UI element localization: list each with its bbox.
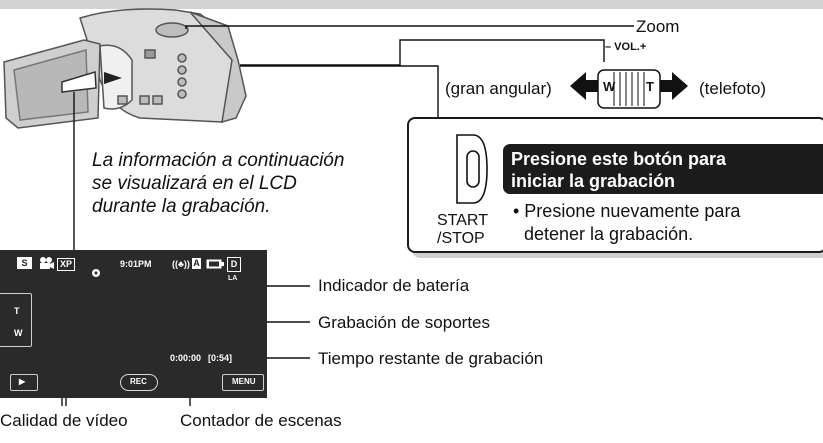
playback-button[interactable]: ▶ — [10, 374, 38, 391]
video-quality-label: Calidad de vídeo — [0, 411, 128, 430]
start-stop-button-icon — [456, 134, 488, 204]
menu-button[interactable]: MENU — [222, 374, 264, 391]
play-icon: ▶ — [19, 377, 26, 386]
info-line-1: La información a continuación — [92, 150, 345, 171]
face-detect-icon — [92, 269, 100, 277]
rec-label: REC — [130, 377, 147, 386]
media-badge: A — [192, 258, 201, 269]
mode-icon: S — [17, 257, 32, 269]
remaining-time-label: Tiempo restante de grabación — [318, 349, 544, 368]
info-line-3: durante la grabación. — [92, 196, 271, 217]
wide-angle-label: (gran angular) — [445, 79, 552, 98]
media-recording-label: Grabación de soportes — [318, 313, 490, 332]
bullet-line-2: detener la grabación. — [524, 224, 694, 244]
lcd-zoom-w: W — [14, 328, 23, 338]
scene-counter: 0:00:00 — [170, 353, 202, 363]
highlight-line-1: Presione este botón para — [511, 149, 727, 169]
scene-counter-label: Contador de escenas — [180, 411, 342, 430]
zoom-lever-icon — [570, 69, 688, 109]
volume-label: – VOL.+ — [605, 41, 647, 53]
rec-button[interactable]: REC — [120, 374, 158, 391]
zoom-w-label: W — [603, 79, 616, 94]
bullet-line-1: • Presione nuevamente para — [513, 201, 741, 221]
stop-label: /STOP — [437, 230, 485, 247]
camcorder-illustration — [3, 8, 247, 129]
lcd-time: 9:01PM — [120, 259, 152, 269]
start-label: START — [437, 212, 488, 229]
top-bar — [0, 0, 823, 9]
start-stop-callout: Presione este botón para iniciar la grab… — [407, 117, 823, 253]
info-line-2: se visualizará en el LCD — [92, 173, 297, 194]
zoom-t-label: T — [646, 79, 654, 94]
start-stop-label: START /STOP — [437, 212, 488, 248]
zoom-slider[interactable] — [0, 293, 32, 347]
battery-indicator-label: Indicador de batería — [318, 276, 470, 295]
battery-icon — [206, 259, 224, 269]
stabilizer-icon: ((♣)) — [172, 259, 190, 269]
zoom-label: Zoom — [636, 17, 680, 36]
la-indicator: LA — [228, 275, 238, 282]
lcd-screen: S XP 9:01PM ((♣)) A D LA T W ▶ 0:00:00 [… — [0, 250, 267, 398]
video-camera-icon — [40, 257, 54, 269]
lcd-zoom-t: T — [14, 306, 20, 316]
video-quality-badge: XP — [57, 258, 75, 271]
highlight-box: Presione este botón para iniciar la grab… — [503, 144, 823, 194]
highlight-line-2: iniciar la grabación — [511, 171, 676, 191]
remaining-time: [0:54] — [208, 353, 233, 363]
menu-label: MENU — [232, 377, 256, 386]
telephoto-label: (telefoto) — [699, 79, 767, 98]
d-badge: D — [227, 257, 241, 272]
